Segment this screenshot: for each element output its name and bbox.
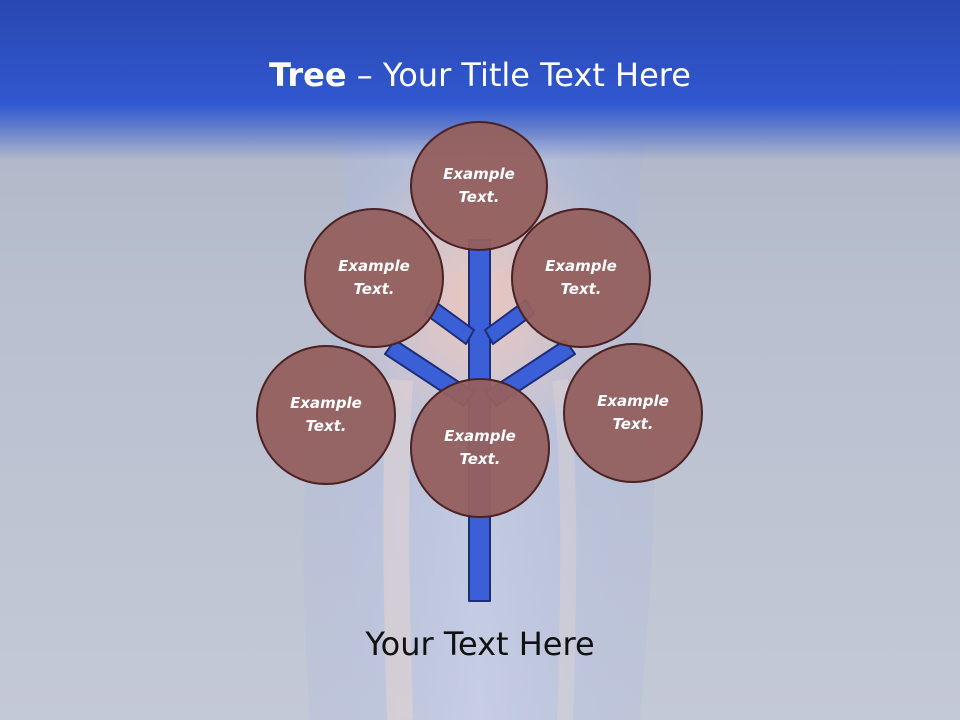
tree-node-lower-right: Example Text.: [563, 343, 703, 483]
title-bold: Tree: [269, 56, 347, 94]
slide-title: Tree – Your Title Text Here: [0, 52, 960, 98]
node-label: Example Text.: [545, 257, 617, 298]
tree-node-lower-left: Example Text.: [256, 345, 396, 485]
tree-node-upper-right: Example Text.: [511, 208, 651, 348]
node-label: Example Text.: [597, 392, 669, 433]
node-label: Example Text.: [338, 257, 410, 298]
tree-node-center: Example Text.: [410, 378, 550, 518]
node-label: Example Text.: [443, 165, 515, 206]
footer-text: Your Text Here: [365, 625, 595, 663]
tree-node-top: Example Text.: [410, 121, 548, 251]
node-label: Example Text.: [444, 427, 516, 468]
tree-node-upper-left: Example Text.: [304, 208, 444, 348]
title-rest: – Your Title Text Here: [346, 56, 691, 94]
node-label: Example Text.: [290, 394, 362, 435]
